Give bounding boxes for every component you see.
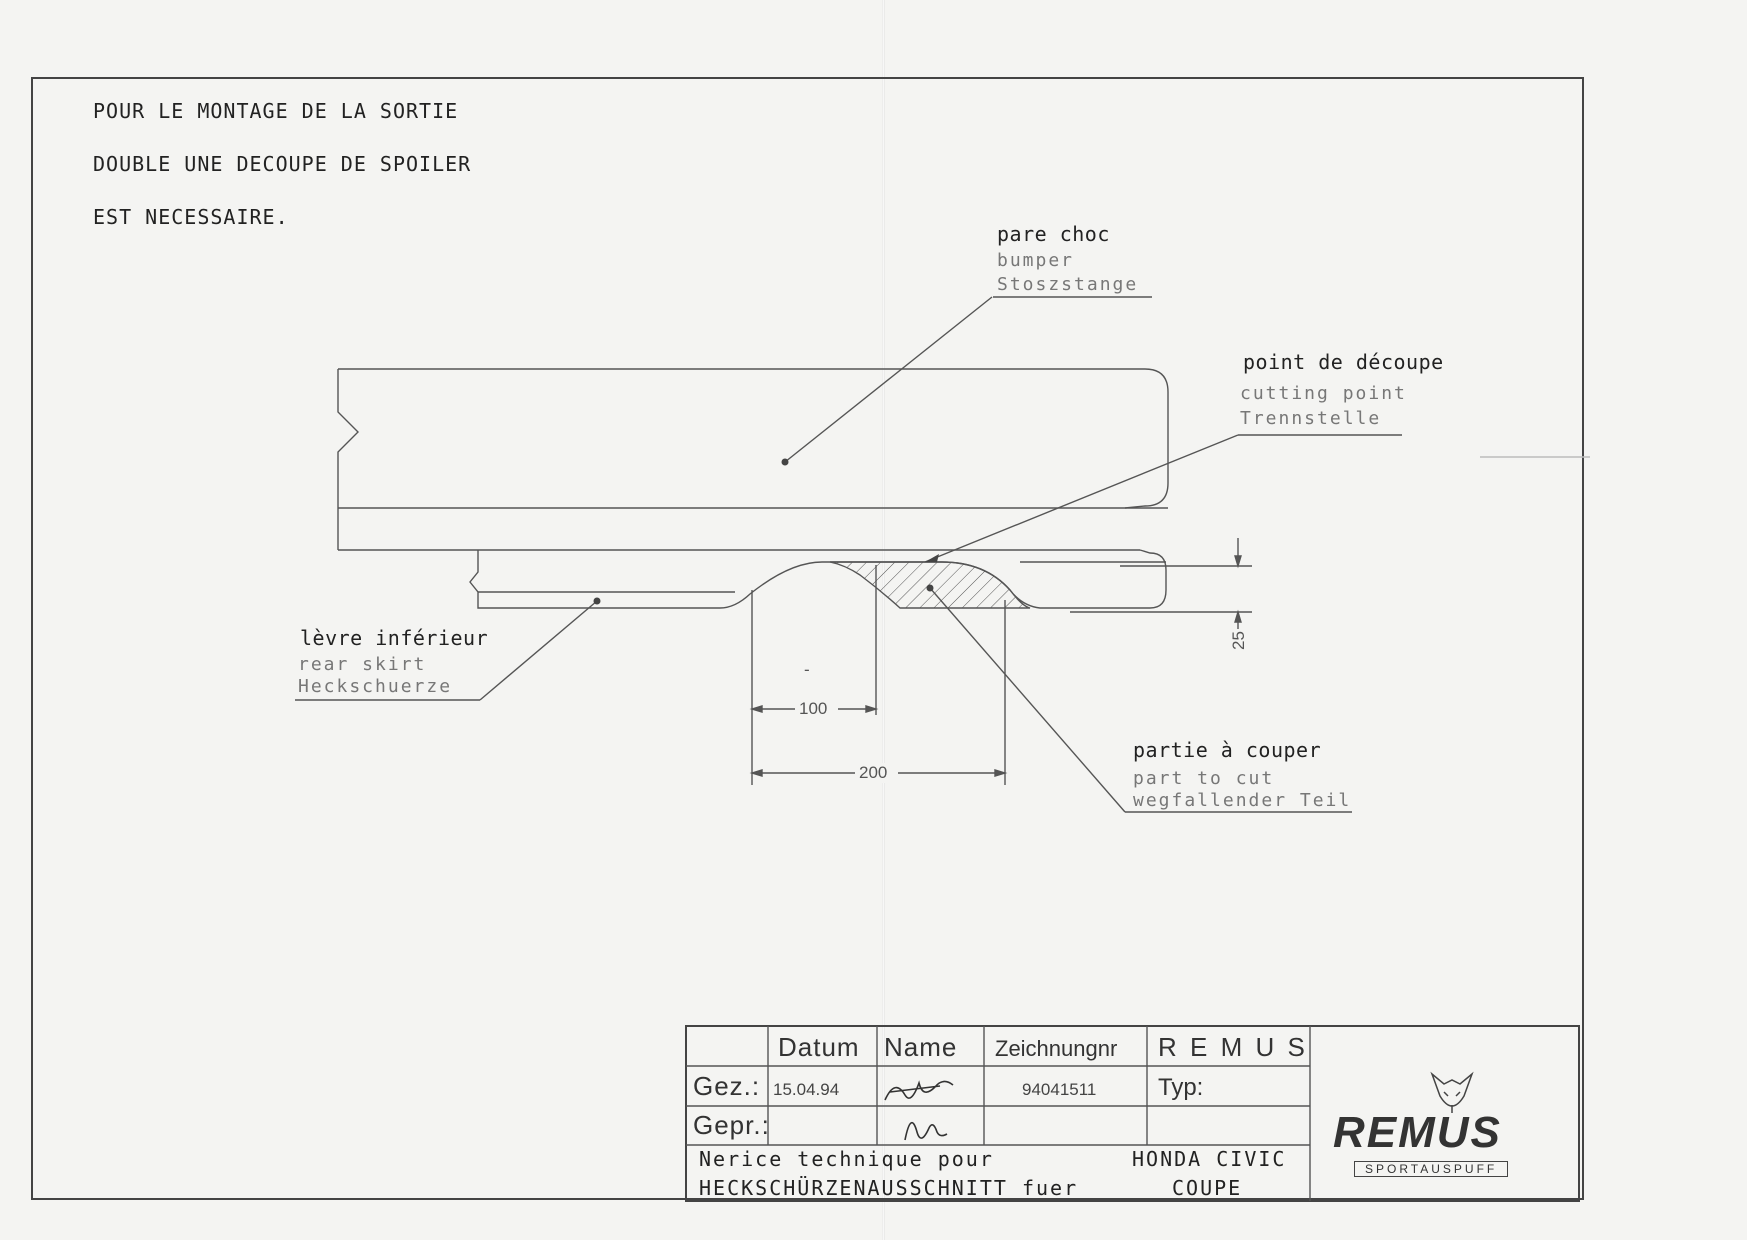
- title-model-2: COUPE: [1172, 1176, 1243, 1200]
- bumper-label-en: bumper: [997, 250, 1075, 271]
- part-to-cut-label-en: part to cut: [1133, 768, 1275, 789]
- title-col-zeichnungnr: Zeichnungnr: [995, 1036, 1118, 1061]
- title-description-2: HECKSCHÜRZENAUSSCHNITT fuer: [699, 1176, 1079, 1200]
- part-to-cut-label-de: wegfallender Teil: [1133, 790, 1352, 811]
- drawing-frame: [31, 77, 1584, 1200]
- note-line-3: EST NECESSAIRE.: [93, 205, 289, 229]
- cutting-point-label-de: Trennstelle: [1240, 408, 1382, 429]
- title-row-gepr: Gepr.:: [693, 1110, 770, 1140]
- title-company: R E M U S: [1158, 1032, 1308, 1062]
- part-to-cut-label-fr: partie à couper: [1133, 738, 1322, 762]
- dimension-25: 25: [1229, 629, 1249, 652]
- bumper-outline: [338, 368, 1169, 509]
- note-line-2: DOUBLE UNE DECOUPE DE SPOILER: [93, 152, 472, 176]
- dimension-mark: -: [804, 660, 810, 679]
- bumper-label-fr: pare choc: [997, 222, 1110, 246]
- remus-logo-subtitle: SPORTAUSPUFF: [1354, 1161, 1509, 1177]
- title-date: 15.04.94: [773, 1080, 840, 1099]
- title-model-1: HONDA CIVIC: [1132, 1147, 1287, 1171]
- bumper-label-de: Stoszstange: [997, 274, 1139, 295]
- skirt-leader-dot: [593, 597, 601, 605]
- cutting-point-label-en: cutting point: [1240, 383, 1407, 404]
- fox-head-icon: [1430, 1071, 1474, 1113]
- remus-logo: REMUS: [1333, 1108, 1502, 1157]
- title-row-gez: Gez.:: [693, 1071, 761, 1101]
- signature-checked: [904, 1122, 948, 1141]
- rear-skirt-label-de: Heckschuerze: [298, 676, 453, 697]
- note-line-1: POUR LE MONTAGE DE LA SORTIE: [93, 99, 459, 123]
- cutting-point-label-fr: point de découpe: [1243, 350, 1444, 374]
- title-typ: Typ:: [1158, 1074, 1204, 1101]
- rear-skirt-label-fr: lèvre inférieur: [300, 626, 489, 650]
- bumper-leader-dot: [781, 458, 789, 466]
- dimension-200: 200: [857, 763, 890, 783]
- rear-skirt-label-en: rear skirt: [298, 654, 427, 675]
- title-drawing-number: 94041511: [1022, 1080, 1097, 1099]
- title-col-datum: Datum: [778, 1032, 860, 1062]
- rear-skirt-outline: [469, 549, 1167, 609]
- paper-fold: [882, 0, 885, 1240]
- dimension-100: 100: [797, 699, 830, 719]
- title-col-name: Name: [884, 1032, 958, 1062]
- cut-leader-dot: [926, 584, 934, 592]
- title-description-1: Nerice technique pour: [699, 1147, 994, 1171]
- signature-drawn: [884, 1080, 954, 1101]
